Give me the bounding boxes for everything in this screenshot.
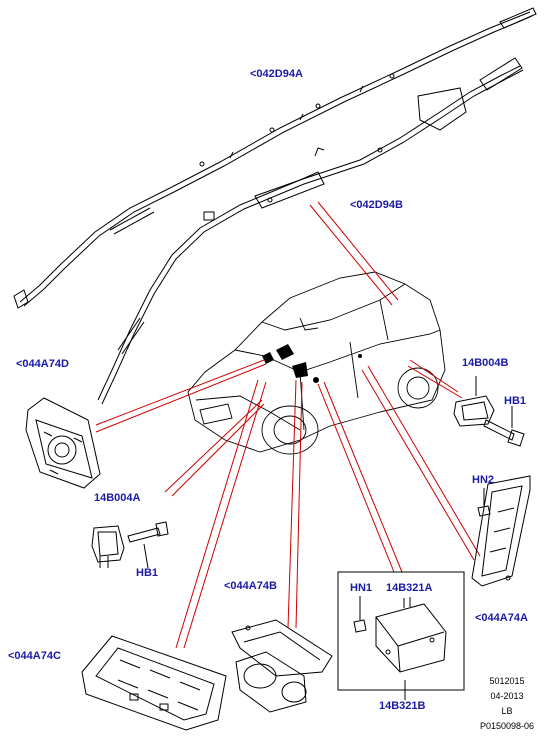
front-impact-sensor <box>91 525 125 568</box>
meta-code: 5012015 <box>489 676 525 686</box>
label-front-impact-sensor: 14B004A <box>94 492 141 504</box>
label-knee-airbag: <044A74C <box>8 650 61 662</box>
curtain-airbag-left <box>13 7 537 309</box>
label-curtain-airbag-left: <042D94A <box>250 68 303 80</box>
leader-lines <box>95 201 481 649</box>
passenger-airbag-module <box>231 619 333 713</box>
knee-airbag-module <box>81 635 227 731</box>
meta-reference: P0150098-06 <box>479 721 535 731</box>
label-module-bottom: 14B321B <box>379 700 426 712</box>
label-module-top: 14B321A <box>386 582 433 594</box>
side-airbag-module <box>471 475 531 587</box>
vehicle-outline <box>187 271 446 455</box>
label-module-nut: HN1 <box>350 582 373 594</box>
label-driver-airbag: <044A74D <box>16 358 69 370</box>
side-impact-sensor <box>453 376 495 427</box>
front-sensor-bolt <box>127 521 169 569</box>
vehicle-airbag-locations <box>262 344 362 383</box>
illustration-metadata: 5012015 04-2013 LB P0150098-06 <box>472 676 542 732</box>
module-nut <box>353 596 367 633</box>
meta-date: 04-2013 <box>490 691 524 701</box>
label-side-sensor-bolt: HB1 <box>504 395 527 407</box>
side-sensor-bolt <box>483 406 525 447</box>
driver-airbag-module <box>25 397 101 489</box>
label-side-airbag-nut: HN2 <box>472 474 495 486</box>
side-airbag-nut <box>477 488 491 517</box>
label-passenger-airbag: <044A74B <box>224 580 277 592</box>
label-side-impact-sensor: 14B004B <box>462 357 509 369</box>
restraints-control-module-box <box>337 571 465 700</box>
label-side-airbag: <044A74A <box>475 612 528 624</box>
label-curtain-airbag-right: <042D94B <box>350 199 403 211</box>
curtain-airbag-right <box>97 57 524 405</box>
label-front-sensor-bolt: HB1 <box>136 567 159 579</box>
meta-region: LB <box>501 706 513 716</box>
